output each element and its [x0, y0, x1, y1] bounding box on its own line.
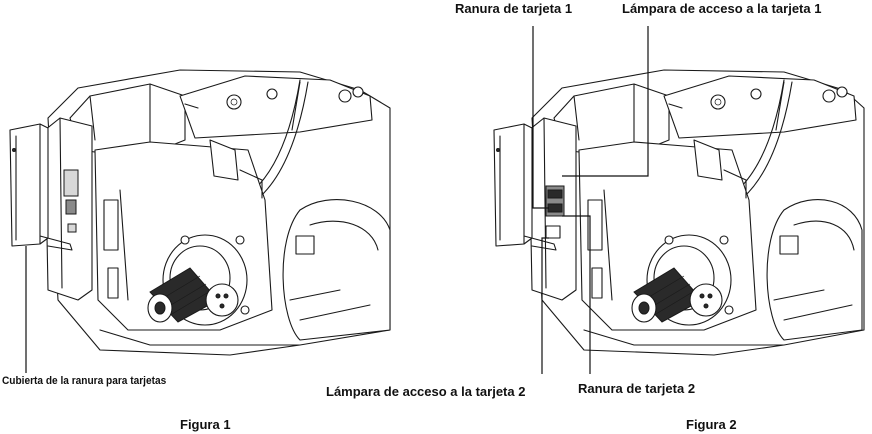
camera-body-figure-2	[493, 69, 865, 356]
leader-access-lamp-1	[562, 26, 649, 177]
caption-figure-1: Figura 1	[180, 417, 231, 432]
label-card-slot-2: Ranura de tarjeta 2	[578, 381, 696, 396]
label-access-lamp-1: Lámpara de acceso a la tarjeta 1	[622, 1, 822, 16]
camera-body-figure-1	[9, 69, 391, 356]
label-access-lamp-2: Lámpara de acceso a la tarjeta 2	[326, 384, 526, 399]
leader-card-slot-2	[562, 215, 591, 374]
leader-card-slot-1	[532, 26, 549, 209]
label-card-slot-1: Ranura de tarjeta 1	[455, 1, 573, 16]
label-slot-cover: Cubierta de la ranura para tarjetas	[2, 375, 167, 387]
caption-figure-2: Figura 2	[686, 417, 737, 432]
leader-access-lamp-2	[541, 237, 549, 374]
